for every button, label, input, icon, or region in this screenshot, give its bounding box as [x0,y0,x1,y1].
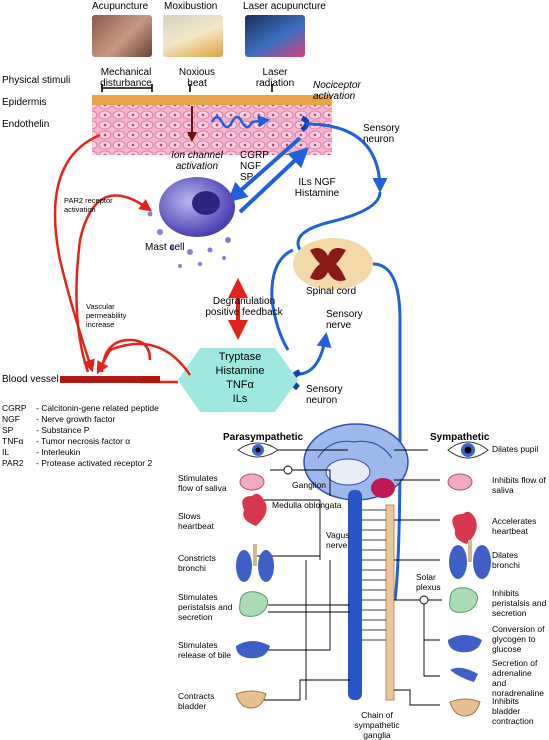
ion-channel-label: Ion channel activation [171,150,223,172]
abbr-row: TNFα- Tumor necrosis factor α [2,436,131,446]
para-effect: Constricts bronchi [178,553,216,573]
moxibustion-photo [163,15,223,57]
endothelin-label: Endothelin [2,119,50,130]
blood-vessel-bar [60,376,160,383]
sympathetic-chain [385,504,395,701]
sensory-neuron-top-label: Sensory neuron [363,123,400,145]
solar-plexus-label: Solar plexus [416,572,441,592]
mast-cell-label: Mast cell [145,242,185,253]
hexagon-item-2: TNFα [226,379,254,391]
symp-effect: Conversion of glycogen to glucose [492,624,545,654]
symp-effect: Inhibits peristalsis and secretion [492,588,547,618]
mast-cell-shape [147,177,235,268]
symp-effect: Accelerates heartbeat [492,516,537,536]
blood-vessel-label: Blood vessel [2,374,59,385]
epidermis-label: Epidermis [2,97,47,108]
par2-label: PAR2 receptor activation [64,196,113,214]
mediators-from-mast: ILs NGF Histamine [294,177,340,199]
symp-effect: Dilates bronchi [492,550,520,570]
para-effect: Stimulates flow of saliva [178,473,227,493]
hexagon-item-1: Histamine [215,365,265,377]
stimulus-mechanical: Mechanical disturbance [100,67,152,89]
spinal-cord-shape [293,238,373,290]
abbr-row: NGF- Nerve growth factor [2,414,116,424]
sensory-neuron-bottom-label: Sensory neuron [306,384,343,406]
method-label-acupuncture: Acupuncture [92,1,149,12]
symp-organs [447,441,491,717]
symp-effect: Inhibits flow of saliva [492,475,546,495]
stimulus-laser: Laser radiation [255,67,295,89]
hexagon-item-0: Tryptase [218,351,262,363]
spinal-cord-label: Spinal cord [306,286,357,297]
para-effect: Stimulates peristalsis and secretion [178,592,233,622]
symp-effect: Secretion of adrenaline and noradrenalin… [492,658,544,698]
para-effect: Contracts bladder [178,691,215,711]
mediator-hexagon [178,348,298,412]
nociceptor-label: Nociceptor activation [313,80,361,102]
abbr-row: CGRP- Calcitonin-gene related peptide [2,403,159,413]
sensory-nerve-label: Sensory nerve [326,309,363,331]
laser-acupuncture-photo [245,15,305,57]
medulla-label: Medulla oblongata [272,500,342,510]
method-label-moxibustion: Moxibustion [164,1,218,12]
endothelin-cells [92,105,332,155]
spinal-column [348,490,362,700]
hexagon-item-3: ILs [232,393,248,405]
physical-stimuli-label: Physical stimuli [2,75,71,86]
symp-effect: Dilates pupil [492,444,539,454]
sympathetic-title: Sympathetic [430,432,490,443]
epidermis-band [92,95,332,105]
para-effect: Stimulates release of bile [178,640,231,660]
stimulus-heat: Noxious heat [178,67,216,89]
acupuncture-photo [92,15,152,57]
vagus-label: Vagus nerve [326,530,350,550]
para-organs [235,442,279,709]
vascular-label: Vascular permeability increase [86,302,127,329]
mediators-to-mast: CGRP NGF SP [240,150,269,183]
abbr-row: IL- Interleukin [2,447,81,457]
parasympathetic-title: Parasympathetic [223,432,304,443]
para-effect: Slows heartbeat [178,511,214,531]
chain-label: Chain of sympathetic ganglia [354,710,400,740]
degranulation-label: Degranulation positive feedback [205,296,283,318]
method-label-laser: Laser acupuncture [243,1,326,12]
abbr-row: PAR2- Protease activated receptor 2 [2,458,153,468]
abbr-row: SP- Substance P [2,425,90,435]
symp-effect: Inhibits bladder contraction [492,696,534,726]
ganglion-label: Ganglion [292,480,327,490]
